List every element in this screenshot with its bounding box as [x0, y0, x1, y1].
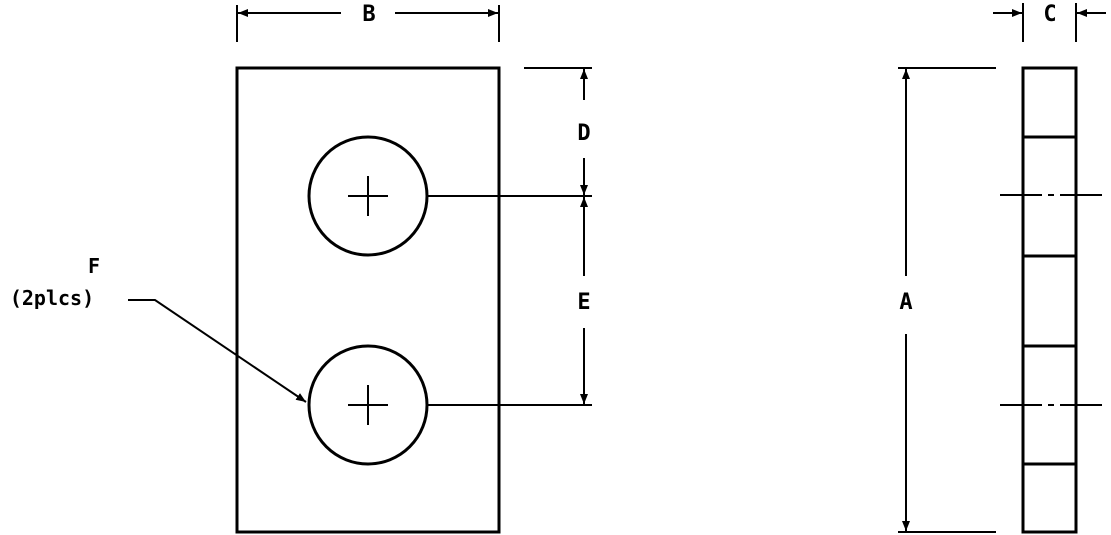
dimension-b: B — [236, 2, 500, 42]
callout-f: F (2plcs) — [10, 254, 307, 403]
hole-upper — [307, 135, 429, 257]
dim-c-label: C — [1043, 2, 1056, 27]
dim-b-label: B — [362, 2, 375, 27]
dim-a-label: A — [899, 290, 912, 315]
plate-outline — [235, 66, 501, 534]
callout-f-qty: (2plcs) — [10, 286, 94, 310]
front-view — [235, 66, 501, 534]
hole-lower — [307, 344, 429, 466]
dim-e-label: E — [577, 290, 590, 315]
dimension-d-e: D E — [428, 67, 592, 406]
dim-d-label: D — [577, 121, 590, 146]
side-outline — [1021, 66, 1078, 534]
callout-f-label: F — [88, 254, 100, 278]
dimension-c: C — [993, 2, 1106, 42]
side-view — [1000, 66, 1104, 534]
dimension-a: A — [898, 67, 996, 533]
callout-f-leader — [128, 299, 307, 403]
